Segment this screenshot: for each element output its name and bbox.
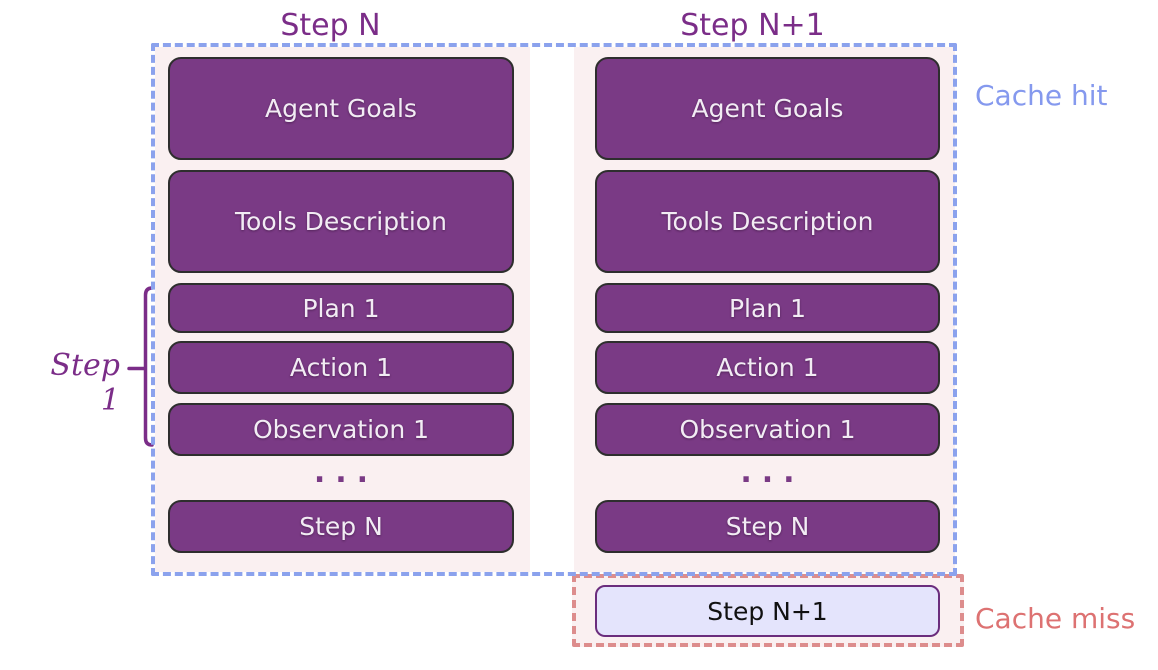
cache-miss-label: Cache miss [975,602,1136,635]
box-tools-description: Tools Description [168,170,514,273]
box-agent-goals: Agent Goals [595,57,940,160]
ellipsis: ... [740,454,805,490]
cache-hit-label: Cache hit [975,79,1108,112]
box-observation-1: Observation 1 [168,403,514,456]
ellipsis: ... [313,454,379,490]
box-plan-1: Plan 1 [168,283,514,333]
column-title-step-n-plus-1: Step N+1 [680,7,825,43]
box-step-n: Step N [168,500,514,553]
column-title-step-n: Step N [280,7,381,43]
box-plan-1: Plan 1 [595,283,940,333]
box-step-n: Step N [595,500,940,553]
box-observation-1: Observation 1 [595,403,940,456]
step-1-label: Step 1 [50,348,120,418]
box-action-1: Action 1 [595,341,940,394]
step-1-bracket-icon [127,286,154,447]
box-agent-goals: Agent Goals [168,57,514,160]
box-step-n-plus-1: Step N+1 [595,585,940,637]
box-tools-description: Tools Description [595,170,940,273]
box-action-1: Action 1 [168,341,514,394]
